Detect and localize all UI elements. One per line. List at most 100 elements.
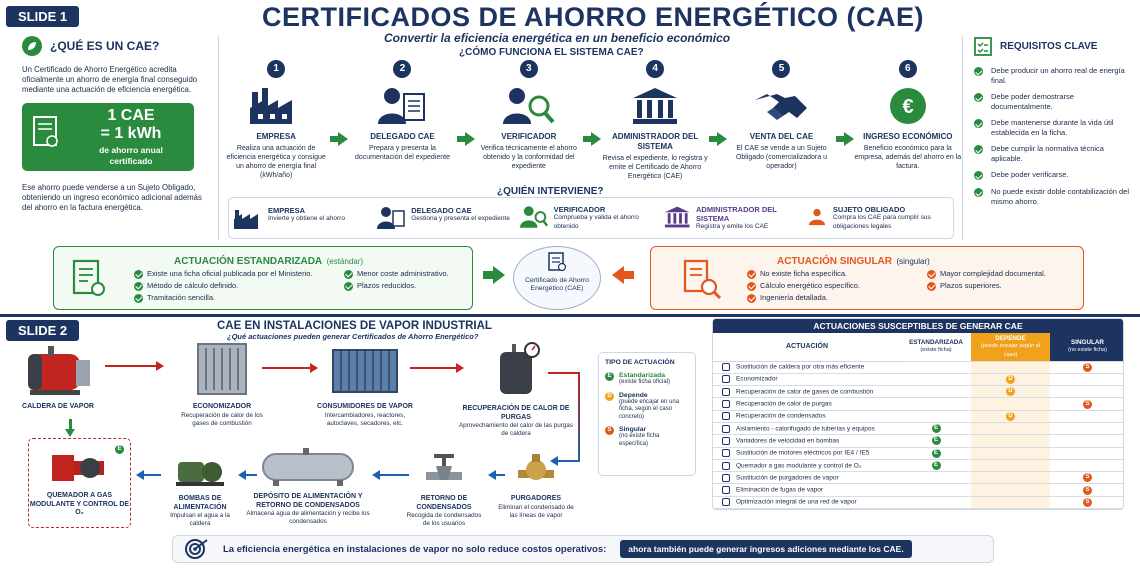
certificado-circle: Certificado de Ahorro Energético (CAE): [513, 246, 601, 310]
page-title: CERTIFICADOS DE AHORRO ENERGÉTICO (CAE): [262, 2, 925, 32]
arrow-icon: [483, 266, 505, 284]
singular-suffix: (singular): [896, 257, 930, 266]
eq-title: CALDERA DE VAPOR: [22, 403, 94, 410]
list-item: Debe poder demostrarse documentalmente.: [974, 92, 1134, 111]
row-label: Recuperación de calor de purgas: [736, 400, 832, 408]
type-badge: S: [1083, 362, 1092, 372]
table-row: Aislamiento - calorifugado de tuberías y…: [713, 422, 1123, 436]
legend-desc: (puede encajar en una ficha, según el ca…: [619, 398, 680, 420]
requisitos-list: Debe producir un ahorro real de energía …: [974, 66, 1134, 206]
list-item: Debe poder verificarse.: [974, 170, 1134, 180]
quien-heading: ¿QUIÉN INTERVIENE?: [497, 186, 604, 197]
step-title: ADMINISTRADOR DEL SISTEMA: [612, 132, 699, 151]
check-icon: [974, 188, 983, 197]
person-icon: [808, 208, 825, 226]
certificate-icon: [548, 252, 567, 272]
check-icon: [927, 281, 936, 291]
footer-highlight: ahora también puede generar ingresos adi…: [620, 540, 912, 558]
steam-trap-icon: [518, 454, 554, 480]
step-desc: Beneficio económico para la empresa, ade…: [854, 145, 962, 170]
step-4: 4 ADMINISTRADOR DEL SISTEMA Revisa el ex…: [601, 60, 709, 181]
euro-icon: €: [889, 88, 926, 124]
row-label: Aislamiento - calorifugado de tuberías y…: [736, 425, 875, 433]
row-label: Optimización integral de una red de vapo…: [736, 499, 857, 507]
singular-heading: ACTUACIÓN SINGULAR: [777, 256, 892, 267]
type-badge: E: [931, 436, 941, 446]
check-icon: [974, 145, 983, 154]
step-title: DELEGADO CAE: [370, 132, 435, 141]
certificado-label: Certificado de Ahorro Energético (CAE): [525, 277, 589, 292]
row-label: Recuperación de calor de gases de combus…: [736, 388, 874, 396]
step-desc: Prepara y presenta la documentación del …: [355, 145, 450, 161]
slide1-tag: SLIDE 1: [6, 6, 80, 27]
check-icon: [974, 171, 983, 180]
table-title: ACTUACIONES SUSCEPTIBLES DE GENERAR CAE: [713, 319, 1123, 333]
legend-label: Estandarizada: [619, 372, 666, 379]
economizador: ECONOMIZADOR Recuperación de calor de lo…: [172, 340, 272, 428]
step-number: 2: [393, 60, 412, 78]
step-desc: El CAE se vende a un Sujeto Obligado (co…: [735, 145, 827, 170]
row-icon: [722, 486, 730, 495]
step-5: 5 VENTA DEL CAE El CAE se vende a un Suj…: [727, 60, 835, 181]
type-badge: S: [605, 426, 614, 435]
type-badge: D: [1006, 387, 1015, 397]
purgadores: PURGADORES Eliminan el condensado de las…: [496, 452, 576, 520]
table-row: Recuperación de calor de purgas S: [713, 397, 1123, 411]
eq-title: QUEMADOR A GAS MODULANTE Y CONTROL DE O₂: [29, 492, 130, 516]
legend-item: S Singular(no existe ficha específica): [605, 426, 689, 448]
step-desc: Revisa el expediente, lo registra y emit…: [602, 155, 708, 180]
table-row: Quemador a gas modulante y control de O₂…: [713, 459, 1123, 473]
table-row: Sustitución de motores eléctricos por IE…: [713, 447, 1123, 460]
check-icon: [974, 93, 983, 102]
eq-desc: Almacena agua de alimentación y recibe l…: [246, 510, 370, 525]
verifier-icon: [520, 206, 549, 228]
arrow-icon: [456, 96, 475, 181]
step-title: EMPRESA: [256, 132, 296, 141]
step-number: 6: [898, 60, 917, 78]
requisitos-heading: REQUISITOS CLAVE: [1000, 40, 1098, 52]
type-badge: S: [1083, 485, 1092, 495]
check-icon: [344, 269, 353, 279]
table-row: Sustitución de caldera por otra más efic…: [713, 361, 1123, 374]
singular-panel: ACTUACIÓN SINGULAR (singular) No existe …: [650, 246, 1084, 310]
type-legend: TIPO DE ACTUACIÓN E Estandarizada(existe…: [598, 352, 696, 476]
eq-desc: Impulsan el agua a la caldera: [170, 512, 230, 527]
delegate-icon: [378, 88, 426, 124]
eq-title: RETORNO DE CONDENSADOS: [416, 495, 472, 511]
type-badge: S: [1083, 399, 1092, 409]
check-icon: [134, 293, 143, 303]
institution-icon: [633, 88, 678, 124]
row-label: Sustitución de caldera por otra más efic…: [736, 363, 865, 371]
list-item: Plazos superiores.: [927, 280, 1046, 292]
legend-label: Depende: [619, 391, 648, 399]
list-item: No puede existir doble contabilización d…: [974, 187, 1134, 206]
who-desc: Registra y emite los CAE: [695, 222, 769, 230]
row-label: Sustitución de motores eléctricos por IE…: [736, 449, 870, 457]
step-desc: Realiza una actuación de eficiencia ener…: [226, 145, 326, 179]
table-row: Recuperación de calor de gases de combus…: [713, 385, 1123, 399]
institution-icon: [664, 206, 690, 228]
boiler-icon: [28, 346, 90, 395]
legend-label: Singular: [619, 426, 647, 433]
eq-title: DEPÓSITO DE ALIMENTACIÓN Y RETORNO DE CO…: [253, 493, 363, 509]
check-icon: [974, 119, 983, 128]
type-badge: S: [1083, 473, 1092, 483]
handshake-icon: [755, 94, 808, 120]
check-icon: [747, 269, 756, 279]
list-item: Debe cumplir la normativa técnica aplica…: [974, 144, 1134, 163]
legend-desc: (no existe ficha específica): [619, 433, 660, 447]
eq-desc: Aprovechamiento del calor de las purgas …: [458, 422, 574, 437]
factory-icon: [234, 210, 258, 229]
valve-icon: [426, 454, 462, 480]
step-2: 2 DELEGADO CAE Prepara y presenta la doc…: [348, 60, 456, 181]
arrow-icon: [330, 96, 349, 181]
legend-title: TIPO DE ACTUACIÓN: [605, 359, 675, 366]
check-icon: [747, 293, 756, 303]
step-1: 1 EMPRESA Realiza una actuación de efici…: [222, 60, 330, 181]
delegate-icon: [377, 207, 405, 229]
